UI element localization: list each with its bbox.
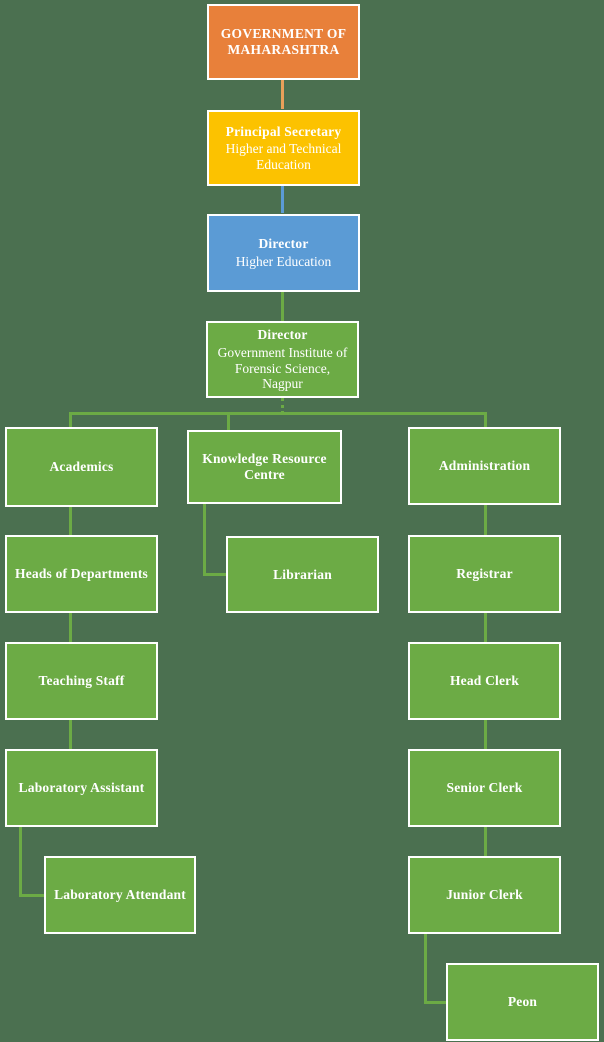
node-senior-clerk[interactable]: Senior Clerk <box>408 749 561 827</box>
node-subtitle: Government Institute of Forensic Science… <box>217 344 348 392</box>
connector-bus-to-krc <box>227 412 230 431</box>
node-title: Heads of Departments <box>15 566 148 582</box>
connector-branch-bus <box>69 412 486 415</box>
connector-krc-to-librarian-horizontal <box>203 573 228 576</box>
node-title: Peon <box>507 994 538 1010</box>
node-subtitle: Higher and Technical Education <box>225 141 342 172</box>
connector-bus-to-administration <box>484 412 487 429</box>
connector-junior-clerk-to-peon-horizontal <box>424 1001 449 1004</box>
node-junior-clerk[interactable]: Junior Clerk <box>408 856 561 934</box>
node-title: Junior Clerk <box>446 887 523 903</box>
node-academics[interactable]: Academics <box>5 427 158 507</box>
node-subtitle: Higher Education <box>235 254 332 269</box>
node-principal-secretary[interactable]: Principal Secretary Higher and Technical… <box>207 110 360 186</box>
node-title: Laboratory Assistant <box>18 780 145 796</box>
node-registrar[interactable]: Registrar <box>408 535 561 613</box>
node-title: GOVERNMENT OF MAHARASHTRA <box>220 26 347 57</box>
node-title: Director <box>257 327 308 343</box>
connector-lab-assistant-to-attendant-horizontal <box>19 894 44 897</box>
connector-hods-to-teaching-staff <box>69 613 72 643</box>
connector-krc-to-librarian-vertical <box>203 503 206 575</box>
node-knowledge-resource-centre[interactable]: Knowledge Resource Centre <box>187 430 342 504</box>
node-government-of-maharashtra[interactable]: GOVERNMENT OF MAHARASHTRA <box>207 4 360 80</box>
connector-registrar-to-head-clerk <box>484 613 487 643</box>
connector-secretary-to-director-he <box>281 185 284 213</box>
node-administration[interactable]: Administration <box>408 427 561 505</box>
node-title: Teaching Staff <box>38 673 125 689</box>
connector-senior-clerk-to-junior-clerk <box>484 827 487 857</box>
node-title: Senior Clerk <box>446 780 523 796</box>
node-laboratory-attendant[interactable]: Laboratory Attendant <box>44 856 196 934</box>
node-librarian[interactable]: Librarian <box>226 536 379 613</box>
connector-director-he-to-director-institute <box>281 291 284 321</box>
node-head-clerk[interactable]: Head Clerk <box>408 642 561 720</box>
node-title: Librarian <box>273 566 332 582</box>
node-heads-of-departments[interactable]: Heads of Departments <box>5 535 158 613</box>
connector-teaching-staff-to-lab-assistant <box>69 720 72 750</box>
node-peon[interactable]: Peon <box>446 963 599 1041</box>
node-title: Principal Secretary <box>225 123 342 139</box>
connector-academics-to-hods <box>69 506 72 536</box>
connector-lab-assistant-to-attendant-vertical <box>19 827 22 896</box>
node-teaching-staff[interactable]: Teaching Staff <box>5 642 158 720</box>
node-title: Director <box>258 236 309 252</box>
node-title: Head Clerk <box>449 673 520 689</box>
node-title: Administration <box>438 458 531 474</box>
node-laboratory-assistant[interactable]: Laboratory Assistant <box>5 749 158 827</box>
connector-administration-to-registrar <box>484 504 487 536</box>
connector-government-to-secretary <box>281 79 284 109</box>
connector-junior-clerk-to-peon-vertical <box>424 934 427 1004</box>
connector-head-clerk-to-senior-clerk <box>484 720 487 750</box>
node-title: Knowledge Resource Centre <box>202 451 327 482</box>
node-title: Academics <box>49 459 114 475</box>
node-director-higher-education[interactable]: Director Higher Education <box>207 214 360 292</box>
node-director-institute[interactable]: Director Government Institute of Forensi… <box>206 321 359 398</box>
connector-bus-to-academics <box>69 412 72 429</box>
connector-director-institute-stub <box>281 398 284 414</box>
node-title: Registrar <box>456 566 513 582</box>
node-title: Laboratory Attendant <box>54 887 186 903</box>
